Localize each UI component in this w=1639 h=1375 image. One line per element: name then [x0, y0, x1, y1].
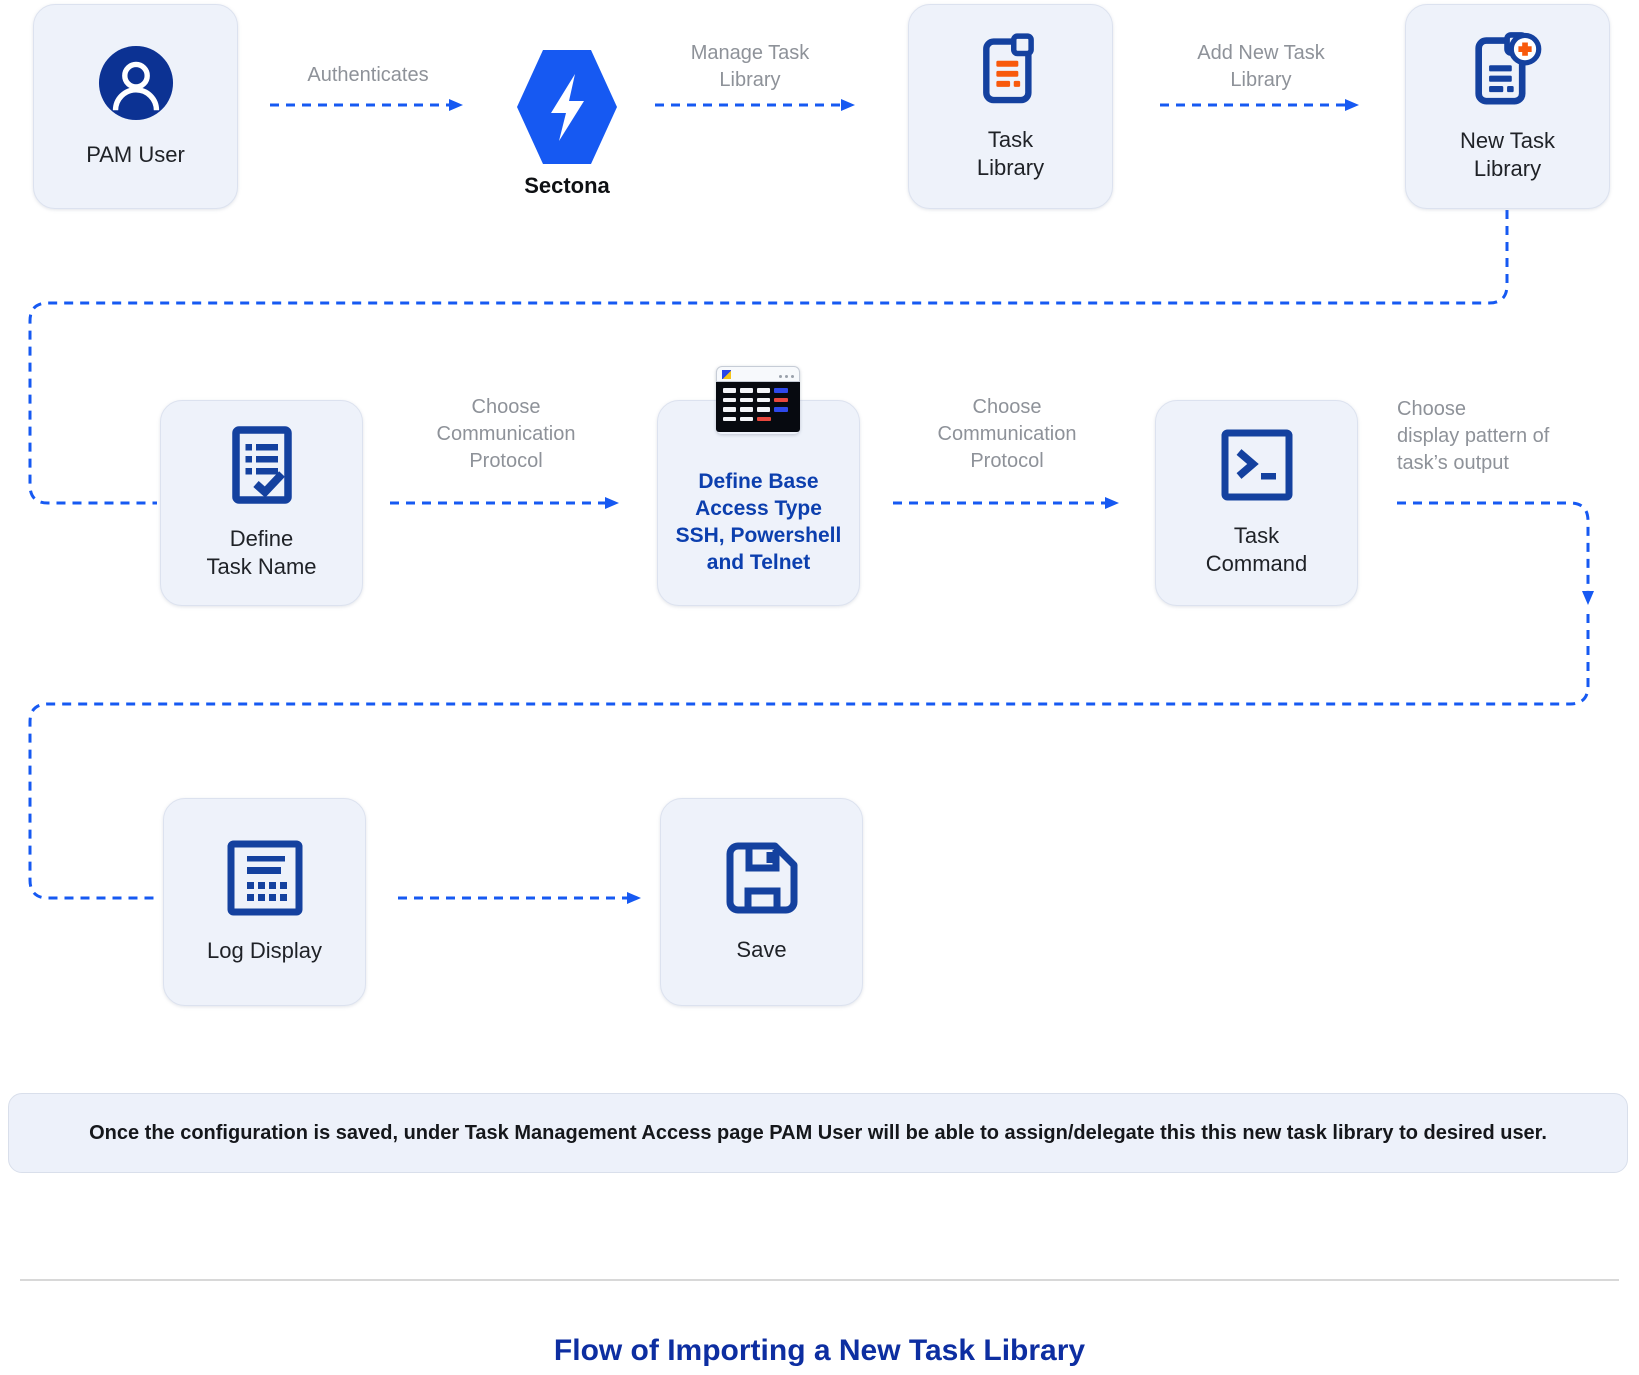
node-new-task-library: New Task Library: [1405, 4, 1610, 209]
terminal-window-icon: [716, 366, 800, 434]
diagram-title: Flow of Importing a New Task Library: [553, 1334, 1086, 1367]
edge-label-choose-protocol-1: Choose Communication Protocol: [436, 396, 576, 472]
node-label-task-library: Task Library: [976, 126, 1045, 180]
footer-divider: [20, 1279, 1619, 1281]
node-label-define-base-access: Define Base Access Type SSH, Powershell …: [675, 470, 842, 574]
node-label-save: Save: [736, 937, 787, 962]
note-text: Once the configuration is saved, under T…: [89, 1121, 1547, 1144]
edge-wrap-to-row2: [28, 210, 1509, 505]
node-label-pam-user: PAM User: [86, 141, 185, 167]
node-task-library: Task Library: [908, 4, 1113, 209]
node-label-new-task-library: New Task Library: [1460, 127, 1555, 181]
edge-label-manage-task-library: Manage Task Library: [690, 42, 810, 91]
node-label-log-display: Log Display: [207, 938, 322, 963]
sectona-hexagon-bolt-icon: [517, 50, 617, 164]
terminal-logo-glyph: [722, 369, 731, 379]
checklist-document-icon: [231, 426, 292, 504]
sectona-wordmark: Sectona: [524, 173, 610, 198]
node-label-define-task-name: Define Task Name: [206, 526, 317, 579]
command-prompt-icon: [1221, 429, 1292, 501]
terminal-menu-dots: [776, 365, 794, 383]
document-add-icon: [1474, 31, 1541, 104]
node-task-command: Task Command: [1155, 400, 1358, 606]
terminal-screen: [716, 382, 800, 432]
edge-choose-display-pattern: [1397, 501, 1594, 605]
node-sectona: Sectona: [467, 50, 667, 199]
node-log-display: Log Display: [163, 798, 366, 1006]
node-save: Save: [660, 798, 863, 1006]
floppy-disk-icon: [726, 842, 797, 914]
node-define-task-name: Define Task Name: [160, 400, 363, 606]
node-define-base-access: Define Base Access Type SSH, Powershell …: [657, 400, 860, 606]
edge-wrap-to-row3: [28, 614, 1590, 900]
node-pam-user: PAM User: [33, 4, 238, 209]
edge-label-choose-protocol-2: Choose Communication Protocol: [937, 396, 1077, 472]
node-label-task-command: Task Command: [1205, 523, 1308, 576]
user-avatar-icon: [98, 45, 173, 120]
document-list-icon: [982, 32, 1034, 103]
edge-label-add-new-task-library: Add New Task Library: [1197, 42, 1325, 91]
log-grid-icon: [227, 840, 302, 916]
edge-label-choose-display-pattern: Choose display pattern of task’s output: [1397, 398, 1550, 474]
note-banner: Once the configuration is saved, under T…: [8, 1093, 1628, 1173]
terminal-titlebar: [716, 366, 800, 382]
edge-label-authenticates: Authenticates: [307, 64, 429, 86]
